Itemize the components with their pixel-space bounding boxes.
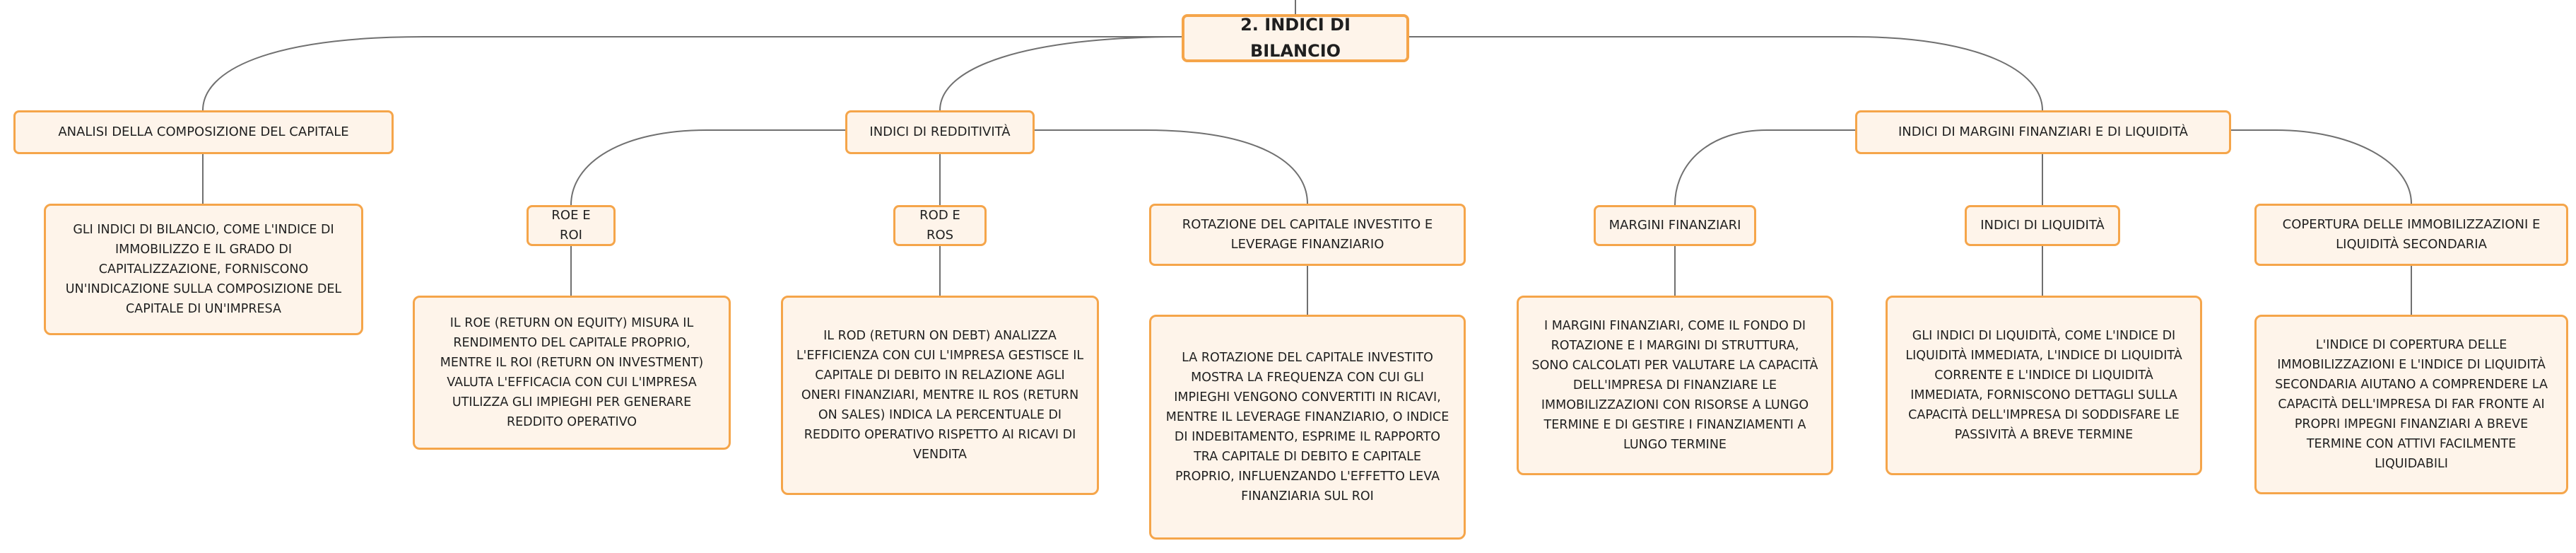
profitability-node[interactable]: INDICI DI REDDITIVITÀ	[845, 110, 1035, 154]
financial-margins-description-node[interactable]: I MARGINI FINANZIARI, COME IL FONDO DI R…	[1517, 296, 1833, 475]
financial-margins-description: I MARGINI FINANZIARI, COME IL FONDO DI R…	[1531, 319, 1818, 452]
margins-node[interactable]: INDICI DI MARGINI FINANZIARI E DI LIQUID…	[1855, 110, 2231, 154]
rod-ros-description-node[interactable]: IL ROD (RETURN ON DEBT) ANALIZZA L'EFFIC…	[781, 296, 1099, 495]
coverage-label: COPERTURA DELLE IMMOBILIZZAZIONI E LIQUI…	[2282, 217, 2541, 252]
coverage-description-node[interactable]: L'INDICE DI COPERTURA DELLE IMMOBILIZZAZ…	[2254, 315, 2568, 494]
connector-margins-financial	[1674, 129, 1855, 206]
financial-margins-node[interactable]: MARGINI FINANZIARI	[1594, 205, 1756, 246]
composition-node[interactable]: ANALISI DELLA COMPOSIZIONE DEL CAPITALE	[13, 110, 394, 154]
rod-ros-label: ROD E ROS	[919, 208, 960, 243]
composition-description: GLI INDICI DI BILANCIO, COME L'INDICE DI…	[65, 223, 342, 316]
connector-root-profitability	[939, 36, 1182, 111]
rotation-description-node[interactable]: LA ROTAZIONE DEL CAPITALE INVESTITO MOST…	[1149, 315, 1466, 540]
roe-roi-description: IL ROE (RETURN ON EQUITY) MISURA IL REND…	[440, 316, 704, 429]
composition-label: ANALISI DELLA COMPOSIZIONE DEL CAPITALE	[58, 124, 349, 140]
root-node[interactable]: 2. INDICI DI BILANCIO	[1182, 14, 1409, 62]
roe-roi-label: ROE E ROI	[551, 208, 591, 243]
coverage-description: L'INDICE DI COPERTURA DELLE IMMOBILIZZAZ…	[2275, 338, 2548, 471]
connector-root-margins	[1409, 36, 2043, 111]
coverage-node[interactable]: COPERTURA DELLE IMMOBILIZZAZIONI E LIQUI…	[2254, 204, 2568, 266]
connector-profitability-rotation	[1034, 129, 1308, 204]
roe-roi-description-node[interactable]: IL ROE (RETURN ON EQUITY) MISURA IL REND…	[413, 296, 731, 450]
margins-label: INDICI DI MARGINI FINANZIARI E DI LIQUID…	[1898, 124, 2188, 140]
rod-ros-description: IL ROD (RETURN ON DEBT) ANALIZZA L'EFFIC…	[796, 329, 1084, 462]
liquidity-description-node[interactable]: GLI INDICI DI LIQUIDITÀ, COME L'INDICE D…	[1886, 296, 2202, 475]
financial-margins-label: MARGINI FINANZIARI	[1608, 218, 1741, 233]
rotation-node[interactable]: ROTAZIONE DEL CAPITALE INVESTITO E LEVER…	[1149, 204, 1466, 266]
rod-ros-node[interactable]: ROD E ROS	[893, 205, 987, 246]
liquidity-node[interactable]: INDICI DI LIQUIDITÀ	[1965, 205, 2120, 246]
roe-roi-node[interactable]: ROE E ROI	[527, 205, 616, 246]
rotation-description: LA ROTAZIONE DEL CAPITALE INVESTITO MOST…	[1165, 351, 1449, 503]
composition-description-node[interactable]: GLI INDICI DI BILANCIO, COME L'INDICE DI…	[44, 204, 363, 335]
liquidity-label: INDICI DI LIQUIDITÀ	[1980, 218, 2105, 233]
root-label: 2. INDICI DI BILANCIO	[1240, 14, 1351, 61]
profitability-label: INDICI DI REDDITIVITÀ	[869, 124, 1011, 140]
connector-root-composition	[202, 36, 1182, 111]
liquidity-description: GLI INDICI DI LIQUIDITÀ, COME L'INDICE D…	[1905, 329, 2182, 442]
connector-profitability-roe	[570, 129, 845, 206]
connector-margins-coverage	[2231, 129, 2412, 204]
rotation-label: ROTAZIONE DEL CAPITALE INVESTITO E LEVER…	[1182, 217, 1433, 252]
